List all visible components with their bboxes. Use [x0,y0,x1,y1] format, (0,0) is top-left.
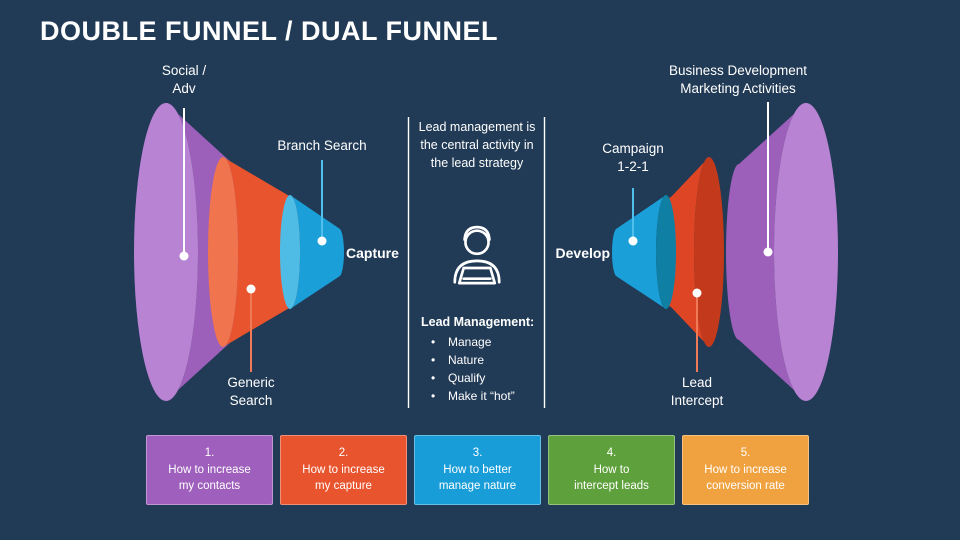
step-number: 4. [606,446,617,459]
steps-row: 1. How to increase my contacts 2. How to… [146,435,809,505]
label-lead-intercept: Lead Intercept [670,375,724,409]
bullet-nature: Nature [431,351,515,369]
right-funnel-blue-cap [656,195,676,309]
left-funnel-orange-segment [223,157,300,347]
bullet-manage: Manage [431,333,515,351]
right-funnel-orange-cap [694,157,724,347]
right-funnel-purple-cap [774,103,838,401]
page-title: DOUBLE FUNNEL / DUAL FUNNEL [40,16,498,46]
campaign-pin-dot [628,236,638,246]
generic-pin-dot [246,284,256,294]
label-branch-search: Branch Search [277,138,367,153]
step-number: 1. [204,446,215,459]
bullet-make-it-hot: Make it “hot” [431,387,515,405]
left-funnel-purple-cap [134,103,198,401]
branch-pin-dot [317,236,327,246]
person-laptop-icon [453,225,501,285]
step-box-4: 4. How to intercept leads [548,435,675,505]
step-number: 3. [472,446,483,459]
right-funnel-blue-segment [612,195,666,309]
left-funnel-orange-cap [208,157,238,347]
step-text: How to increase my capture [302,463,385,493]
left-funnel-blue-cap [280,195,300,309]
step-number: 2. [338,446,349,459]
bullet-qualify: Qualify [431,369,515,387]
step-text: How to intercept leads [574,463,649,493]
step-box-5: 5. How to increase conversion rate [682,435,809,505]
step-box-2: 2. How to increase my capture [280,435,407,505]
center-intro-text: Lead management is the central activity … [418,120,536,171]
step-text: How to better manage nature [438,463,517,493]
intercept-pin-dot [692,288,702,298]
left-funnel-blue-segment [290,195,344,309]
right-funnel-orange-segment [662,157,709,347]
label-capture: Capture [346,245,399,261]
lead-management-heading: Lead Management: [421,315,535,329]
step-box-3: 3. How to better manage nature [414,435,541,505]
step-text: How to increase conversion rate [704,463,787,493]
label-develop: Develop [555,245,610,261]
step-number: 5. [740,446,751,459]
label-generic-search: Generic Search [227,375,275,409]
label-social-adv: Social / Adv [161,63,207,97]
step-text: How to increase my contacts [168,463,251,493]
label-campaign-121: Campaign 1-2-1 [602,141,664,175]
step-box-1: 1. How to increase my contacts [146,435,273,505]
label-business-development: Business Development Marketing Activitie… [668,63,808,97]
bdm-pin-dot [763,247,773,257]
social-pin-dot [179,251,189,261]
lead-management-bullets: Manage Nature Qualify Make it “hot” [421,333,515,405]
